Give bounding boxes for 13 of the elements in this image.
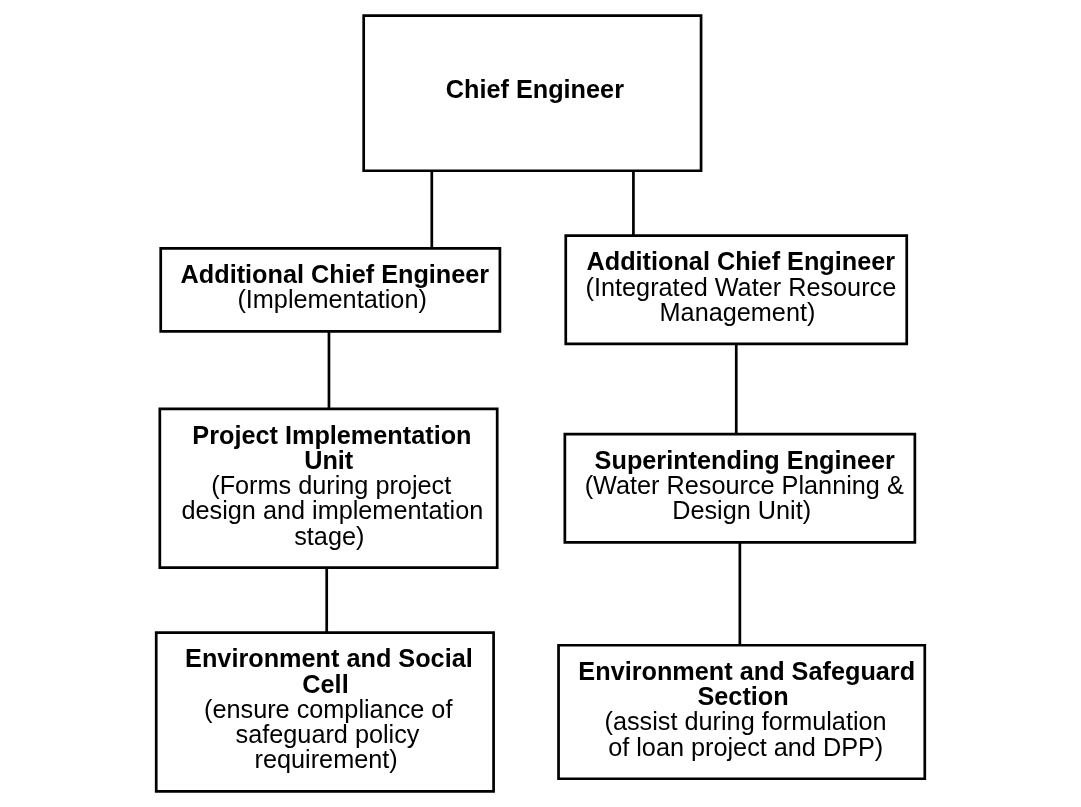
node-box: Chief Engineer [362,14,703,173]
connector [738,542,742,645]
connector [734,344,738,435]
node-box: Environment and Social Cell (ensure compliance of safeguard policy requirement) [154,631,495,793]
node-box: Superintending Engineer (Water Resource Planning & Design Unit) [563,432,917,544]
node-box: Environment and Safeguard Section (assist during formulation of loan project and DPP) [557,643,927,781]
connector [632,170,635,236]
node-box: Additional Chief Engineer (Implementation) [159,247,502,333]
connector [327,331,331,409]
connector [430,170,434,249]
connector [325,567,329,632]
node-box: Additional Chief Engineer (Integrated Water Resource Management) [564,234,909,346]
node-box: Project Implementation Unit (Forms during project design and implementation stage) [158,407,499,570]
